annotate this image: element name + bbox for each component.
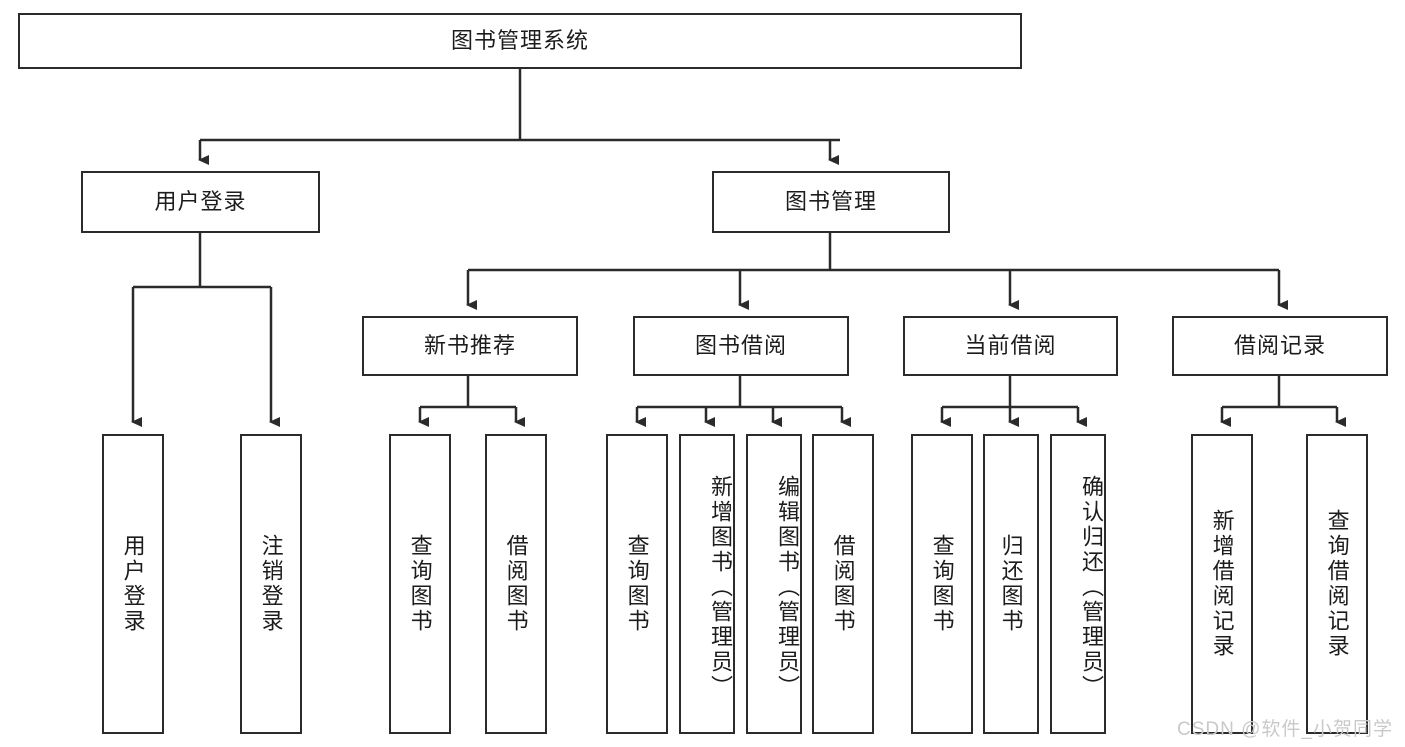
watermark: CSDN @软件_小贺同学 [1177, 719, 1393, 740]
leaf-query-borrow-record-label: 查询借阅记录 [1324, 509, 1350, 659]
node-current-borrow-label: 当前借阅 [964, 333, 1057, 359]
node-borrow-records-label: 借阅记录 [1233, 333, 1326, 359]
leaf-add-book-admin-label: 新增图书（管理员） [708, 474, 733, 700]
leaf-query-book-borrow-label: 查询图书 [624, 534, 650, 634]
leaf-borrow-book-recommend-label: 借阅图书 [503, 534, 529, 634]
leaf-edit-book-admin-label: 编辑图书（管理员） [775, 474, 800, 700]
leaf-logout[interactable]: 注销登录 [240, 434, 302, 734]
leaf-query-borrow-record[interactable]: 查询借阅记录 [1306, 434, 1368, 734]
leaf-query-book-recommend[interactable]: 查询图书 [389, 434, 451, 734]
node-book-borrow-label: 图书借阅 [694, 333, 787, 359]
leaf-add-borrow-record-label: 新增借阅记录 [1209, 509, 1235, 659]
node-borrow-records[interactable]: 借阅记录 [1172, 316, 1388, 376]
node-book-management[interactable]: 图书管理 [712, 171, 950, 233]
leaf-user-login[interactable]: 用户登录 [102, 434, 164, 734]
node-user-login-label: 用户登录 [154, 189, 247, 215]
node-root[interactable]: 图书管理系统 [18, 13, 1022, 69]
leaf-user-login-label: 用户登录 [120, 534, 146, 634]
leaf-query-book-recommend-label: 查询图书 [407, 534, 433, 634]
node-current-borrow[interactable]: 当前借阅 [903, 316, 1118, 376]
leaf-confirm-return-admin-label: 确认归还（管理员） [1079, 474, 1104, 700]
leaf-logout-label: 注销登录 [258, 534, 284, 634]
node-new-book-recommend[interactable]: 新书推荐 [362, 316, 578, 376]
leaf-borrow-book-label: 借阅图书 [830, 534, 856, 634]
node-new-book-recommend-label: 新书推荐 [423, 333, 516, 359]
leaf-add-book-admin[interactable]: 新增图书（管理员） [679, 434, 735, 734]
leaf-query-book-current[interactable]: 查询图书 [911, 434, 973, 734]
node-book-management-label: 图书管理 [784, 189, 877, 215]
node-root-label: 图书管理系统 [450, 28, 589, 54]
leaf-borrow-book[interactable]: 借阅图书 [812, 434, 874, 734]
leaf-query-book-borrow[interactable]: 查询图书 [606, 434, 668, 734]
node-book-borrow[interactable]: 图书借阅 [633, 316, 849, 376]
leaf-return-book[interactable]: 归还图书 [983, 434, 1039, 734]
node-user-login[interactable]: 用户登录 [81, 171, 320, 233]
leaf-borrow-book-recommend[interactable]: 借阅图书 [485, 434, 547, 734]
leaf-edit-book-admin[interactable]: 编辑图书（管理员） [746, 434, 802, 734]
leaf-query-book-current-label: 查询图书 [929, 534, 955, 634]
leaf-confirm-return-admin[interactable]: 确认归还（管理员） [1050, 434, 1106, 734]
leaf-add-borrow-record[interactable]: 新增借阅记录 [1191, 434, 1253, 734]
leaf-return-book-label: 归还图书 [998, 534, 1024, 634]
